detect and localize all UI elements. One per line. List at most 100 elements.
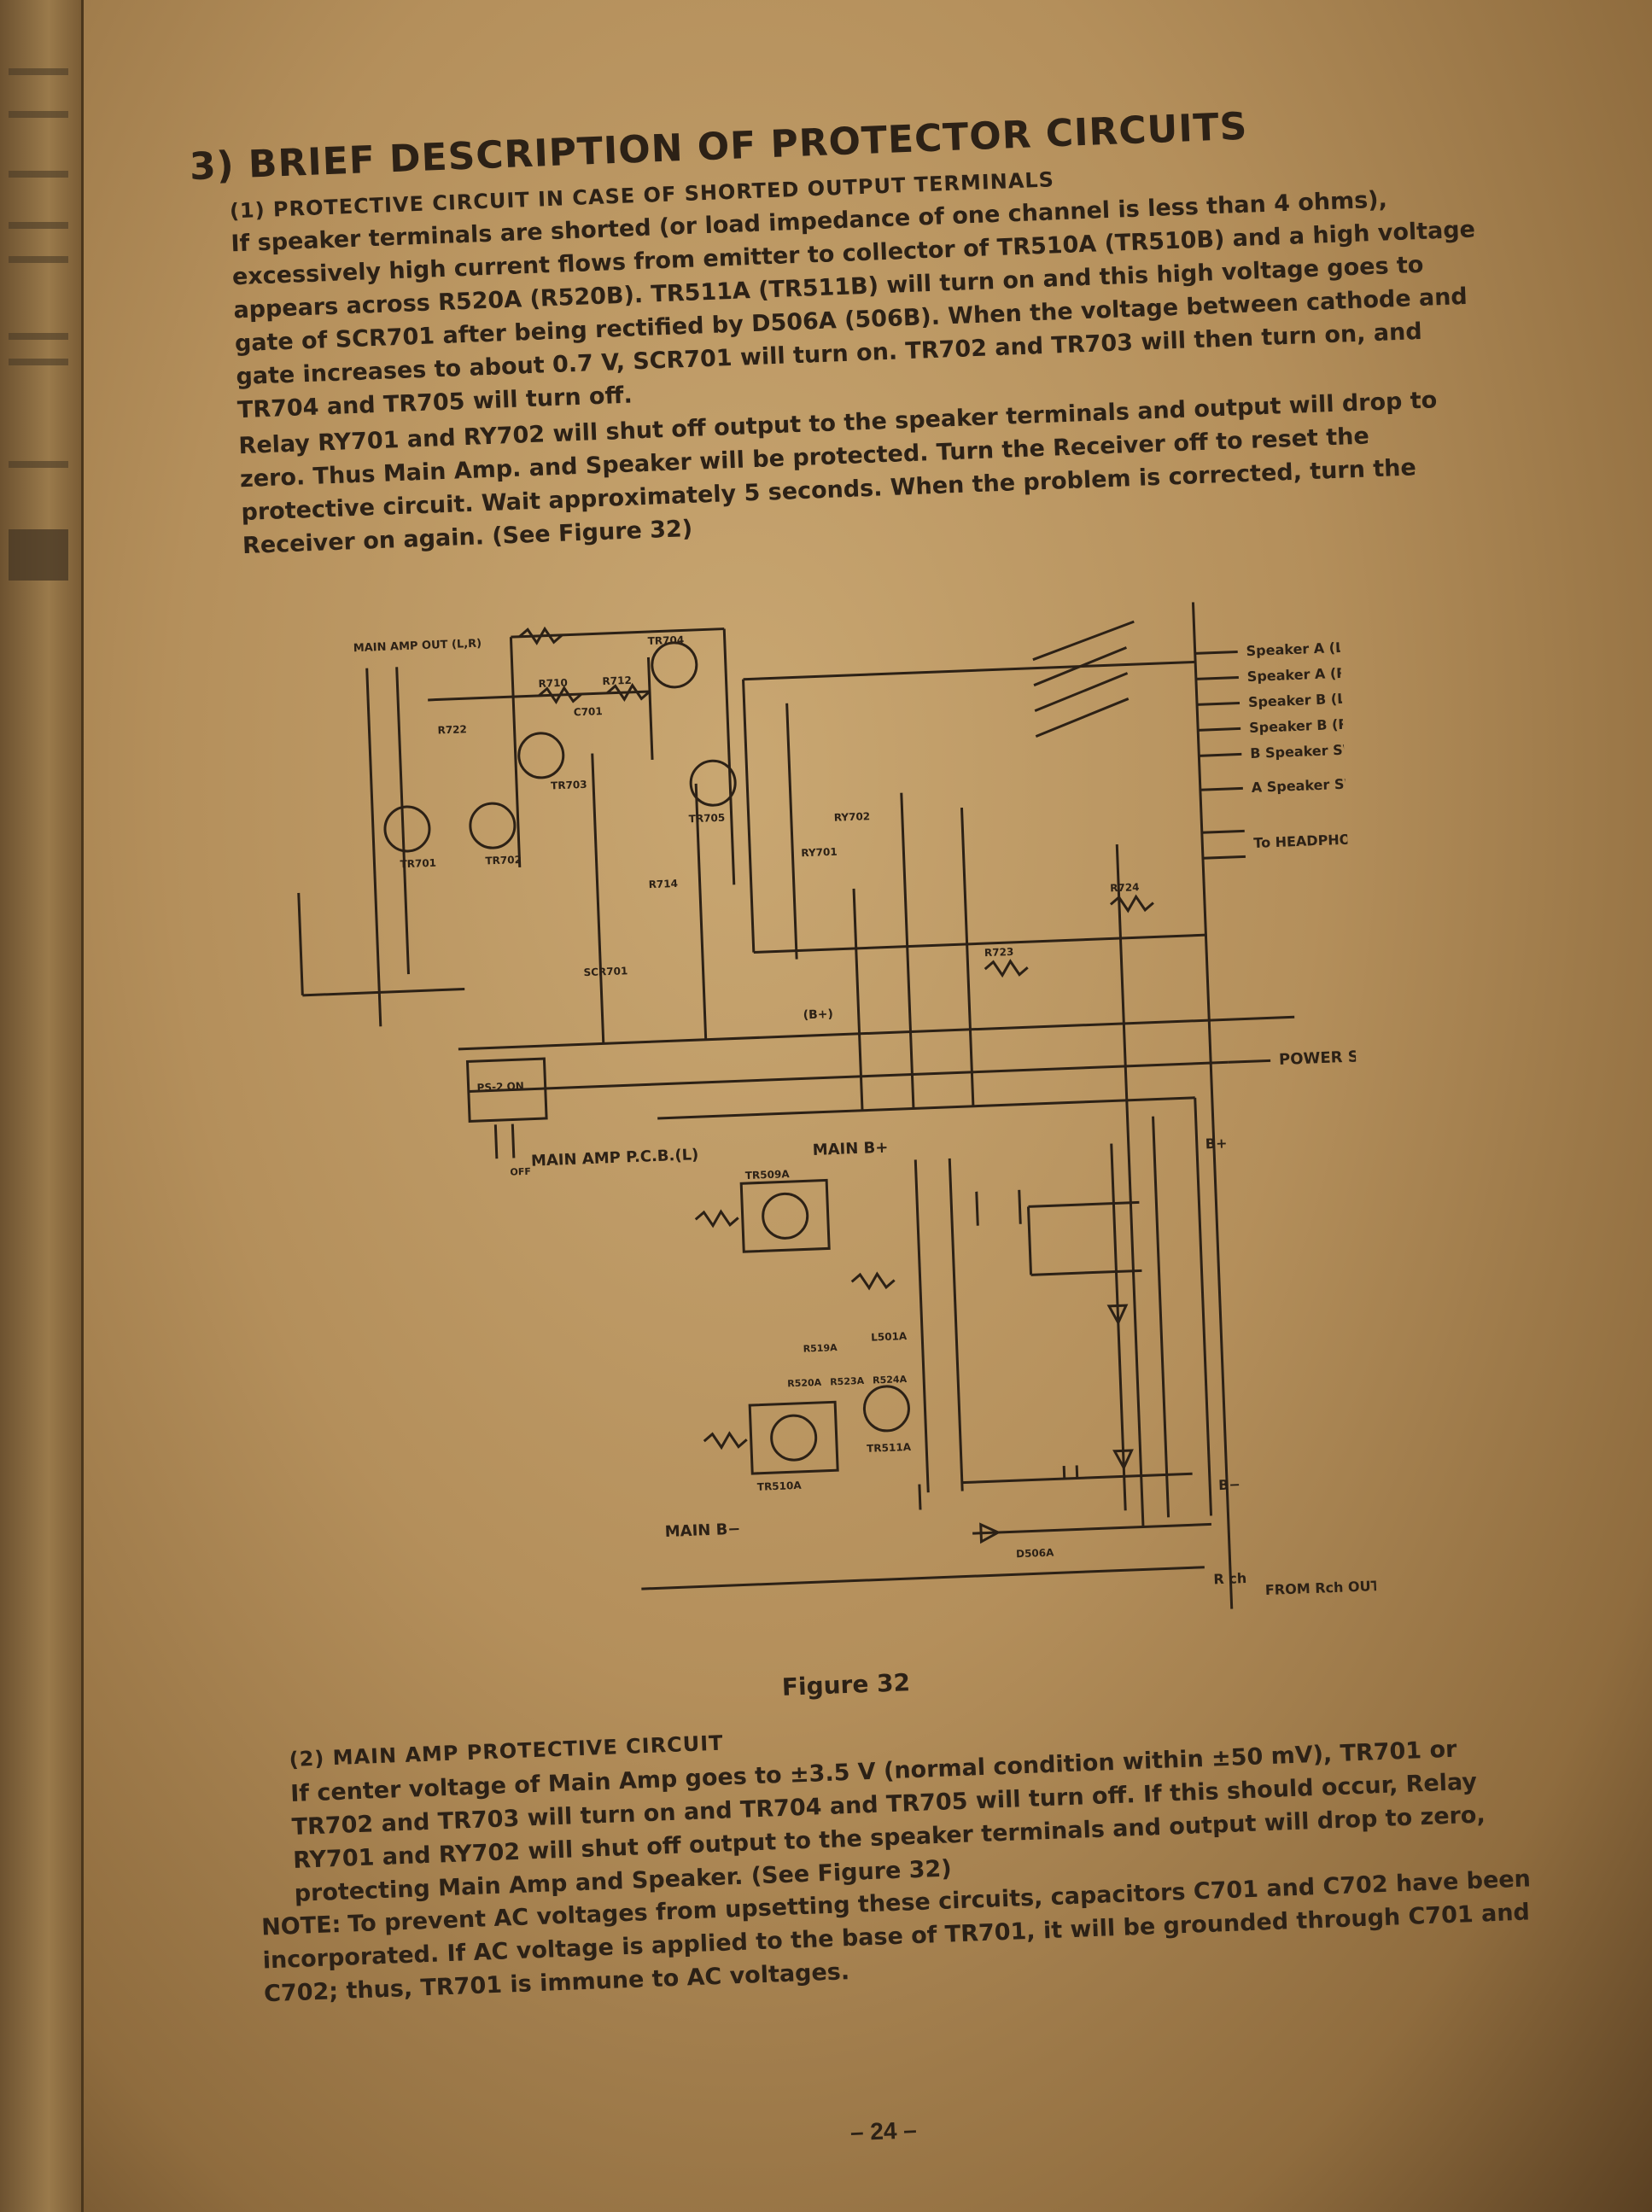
diode: [1112, 1449, 1134, 1471]
wire: [918, 1484, 922, 1510]
wire: [1194, 1097, 1213, 1516]
label-tr703: TR703: [551, 779, 587, 792]
wire: [694, 783, 708, 1040]
circuit-diagram: MAIN AMP OUT (L,R) TR701 TR702 TR703 TR7…: [279, 580, 1411, 1687]
wire: [972, 1522, 1211, 1535]
capacitor: [1018, 1189, 1022, 1224]
label-bplus: B+: [1205, 1135, 1227, 1152]
wire: [1228, 1059, 1271, 1064]
transistor-tr703: [517, 732, 565, 779]
transistor-tr705: [689, 759, 737, 807]
label-r524a: R524A: [873, 1374, 908, 1386]
resistor: [703, 1431, 748, 1450]
resistor: [850, 1271, 896, 1291]
wire: [1196, 701, 1240, 706]
label-speaker-b-l: Speaker B (L): [1248, 690, 1352, 710]
wire: [1201, 829, 1245, 834]
transistor-tr701: [383, 805, 431, 853]
wire: [646, 657, 654, 760]
resistor: [984, 959, 1029, 978]
wire: [743, 660, 1196, 681]
label-bminus: B−: [1218, 1476, 1240, 1493]
tr510a-outline: [748, 1400, 839, 1475]
label-r723: R723: [984, 946, 1014, 959]
resistor: [606, 682, 651, 702]
label-speaker-b-r: Speaker B (R): [1249, 715, 1355, 736]
label-tr701: TR701: [400, 857, 436, 871]
label-r712: R712: [602, 674, 632, 687]
tr509a-outline: [739, 1178, 831, 1253]
wire: [395, 667, 410, 975]
label-speaker-a-r: Speaker A (R): [1246, 664, 1353, 685]
label-ry701: RY701: [801, 846, 838, 860]
capacitor: [975, 1191, 979, 1226]
wire: [852, 888, 864, 1111]
wire: [1202, 855, 1246, 860]
resistor: [1109, 894, 1154, 913]
figure-caption: Figure 32: [781, 1668, 911, 1701]
wire: [493, 1124, 499, 1159]
resistor: [538, 685, 583, 705]
wire: [722, 628, 736, 885]
label-off: OFF: [510, 1166, 531, 1178]
label-main-amp-out: MAIN AMP OUT (L,R): [353, 637, 482, 655]
label-r520a: R520A: [787, 1377, 822, 1390]
wire: [900, 792, 915, 1109]
label-rch: R ch: [1213, 1570, 1246, 1587]
label-ry702: RY702: [834, 810, 871, 824]
resistor: [518, 626, 563, 645]
section-heading: 3) BRIEF DESCRIPTION OF PROTECTOR CIRCUI…: [189, 104, 1249, 190]
label-power-sw: POWER SW: [1279, 1048, 1376, 1069]
wire: [511, 1124, 516, 1159]
transistor-tr510a: [770, 1414, 818, 1462]
label-tr509a: TR509A: [745, 1168, 791, 1182]
wire: [1152, 1116, 1170, 1518]
wire: [1198, 727, 1241, 732]
wire: [509, 637, 522, 868]
wire: [960, 807, 975, 1106]
diode: [1106, 1304, 1129, 1326]
label-r523a: R523A: [830, 1375, 865, 1388]
label-ps2-on: PS-2 ON: [476, 1080, 524, 1094]
power-switch: [465, 1057, 548, 1123]
wire: [1028, 1200, 1140, 1208]
label-r724: R724: [1110, 881, 1140, 894]
wire: [641, 1566, 1205, 1590]
adjacent-page-edge: [0, 0, 84, 2212]
wire: [1115, 844, 1145, 1527]
label-tr705: TR705: [688, 812, 725, 826]
label-speaker-a-l: Speaker A (L): [1246, 639, 1351, 659]
wire: [302, 988, 465, 997]
label-tr704: TR704: [647, 633, 684, 647]
wire: [1026, 1206, 1033, 1275]
resistor: [694, 1209, 739, 1229]
wire: [657, 1096, 1195, 1120]
transistor-tr511a: [862, 1385, 910, 1433]
label-to-headphone: To HEADPHONE Jack: [1253, 829, 1379, 851]
switch-contact: [1034, 672, 1129, 713]
diode-d506a: [979, 1522, 1001, 1544]
label-l501a: L501A: [871, 1330, 908, 1344]
label-r710: R710: [538, 677, 568, 690]
wire: [591, 753, 605, 1044]
label-main-bplus: MAIN B+: [812, 1139, 888, 1159]
label-tr511a: TR511A: [867, 1441, 912, 1455]
label-from-rch-output: FROM Rch OUTPUT: [1265, 1577, 1379, 1599]
label-main-amp-pcb: MAIN AMP P.C.B.(L): [531, 1146, 699, 1170]
wire: [1194, 650, 1238, 655]
transistor-tr704: [651, 641, 698, 689]
label-r519a: R519A: [803, 1342, 838, 1355]
capacitor: [1062, 1465, 1066, 1480]
wire: [468, 1060, 1229, 1093]
label-tr702: TR702: [485, 854, 522, 867]
label-b-speaker-sw: B Speaker SW: [1250, 741, 1358, 762]
label-r722: R722: [437, 723, 467, 736]
wire: [365, 668, 382, 1027]
label-tr510a: TR510A: [757, 1480, 803, 1493]
note-label: NOTE:: [260, 1911, 341, 1941]
label-main-bminus: MAIN B−: [664, 1520, 740, 1541]
wire: [914, 1159, 930, 1493]
label-a-speaker-sw: A Speaker SW: [1251, 775, 1359, 796]
switch-contact: [1032, 620, 1135, 662]
